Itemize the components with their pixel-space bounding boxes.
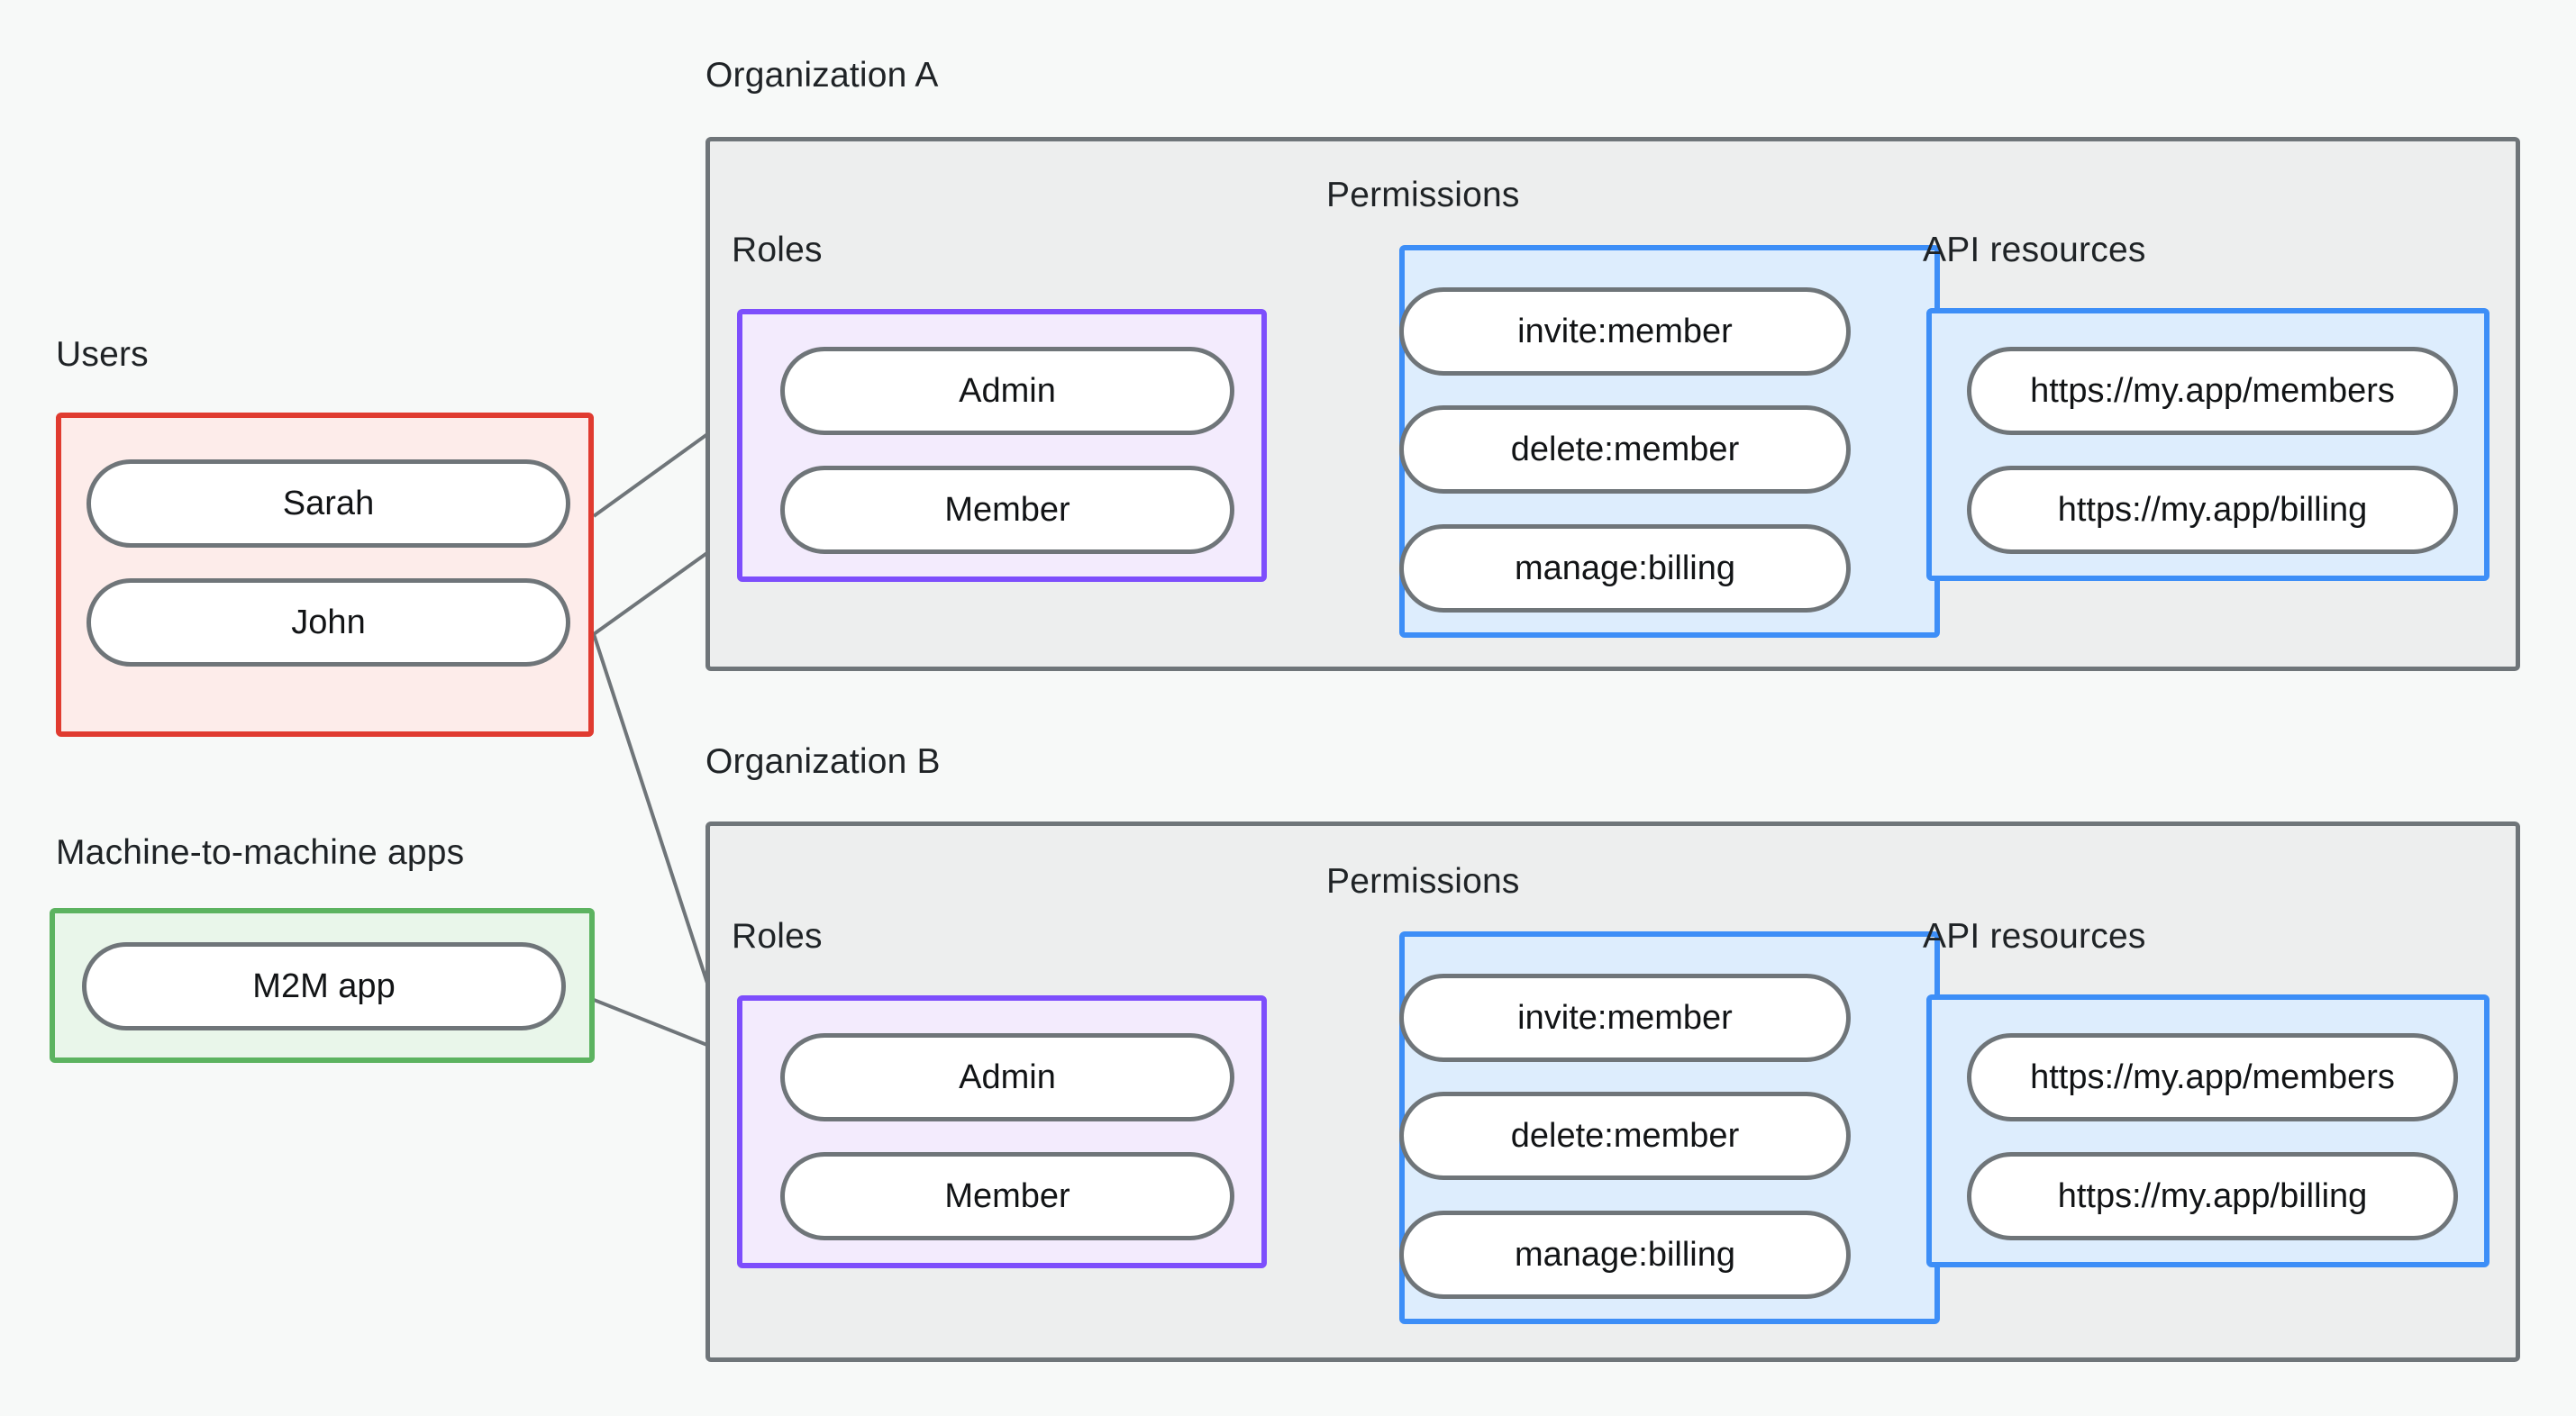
org-a-api-pill-billing[interactable]: https://my.app/billing [1967,466,2458,554]
org-b-role-pill-admin[interactable]: Admin [780,1033,1234,1121]
org-a-role-pill-admin[interactable]: Admin [780,347,1234,435]
org-a-permissions-container: invite:member delete:member manage:billi… [1399,245,1940,638]
org-a-api-label: API resources [1923,231,2146,269]
org-b-api-pill-billing[interactable]: https://my.app/billing [1967,1152,2458,1240]
org-a-role-pill-member[interactable]: Member [780,466,1234,554]
org-b-permissions-container: invite:member delete:member manage:billi… [1399,931,1940,1324]
org-b-role-pill-member[interactable]: Member [780,1152,1234,1240]
org-b-roles-container: Admin Member [737,995,1267,1268]
org-b-roles-label: Roles [732,917,823,956]
user-pill-john[interactable]: John [86,578,570,667]
org-b-api-label: API resources [1923,917,2146,956]
org-b-api-pill-members[interactable]: https://my.app/members [1967,1033,2458,1121]
org-b-label: Organization B [705,742,941,781]
org-b-permission-pill-invite-member[interactable]: invite:member [1399,974,1851,1062]
org-a-permission-pill-delete-member[interactable]: delete:member [1399,405,1851,494]
org-a-permission-pill-invite-member[interactable]: invite:member [1399,287,1851,376]
m2m-group-label: Machine-to-machine apps [56,833,465,872]
org-a-label: Organization A [705,56,939,95]
users-container: Sarah John [56,413,594,737]
org-a-api-pill-members[interactable]: https://my.app/members [1967,347,2458,435]
org-a-roles-container: Admin Member [737,309,1267,582]
m2m-pill-app[interactable]: M2M app [82,942,566,1030]
org-a-permission-pill-manage-billing[interactable]: manage:billing [1399,524,1851,613]
org-b-permission-pill-delete-member[interactable]: delete:member [1399,1092,1851,1180]
org-b-permission-pill-manage-billing[interactable]: manage:billing [1399,1211,1851,1299]
users-group-label: Users [56,335,149,374]
org-a-permissions-label: Permissions [1326,176,1520,214]
org-a-roles-label: Roles [732,231,823,269]
user-pill-sarah[interactable]: Sarah [86,459,570,548]
m2m-container: M2M app [50,908,595,1063]
org-b-permissions-label: Permissions [1326,862,1520,901]
org-b-api-container: https://my.app/members https://my.app/bi… [1926,994,2490,1267]
org-a-api-container: https://my.app/members https://my.app/bi… [1926,308,2490,581]
